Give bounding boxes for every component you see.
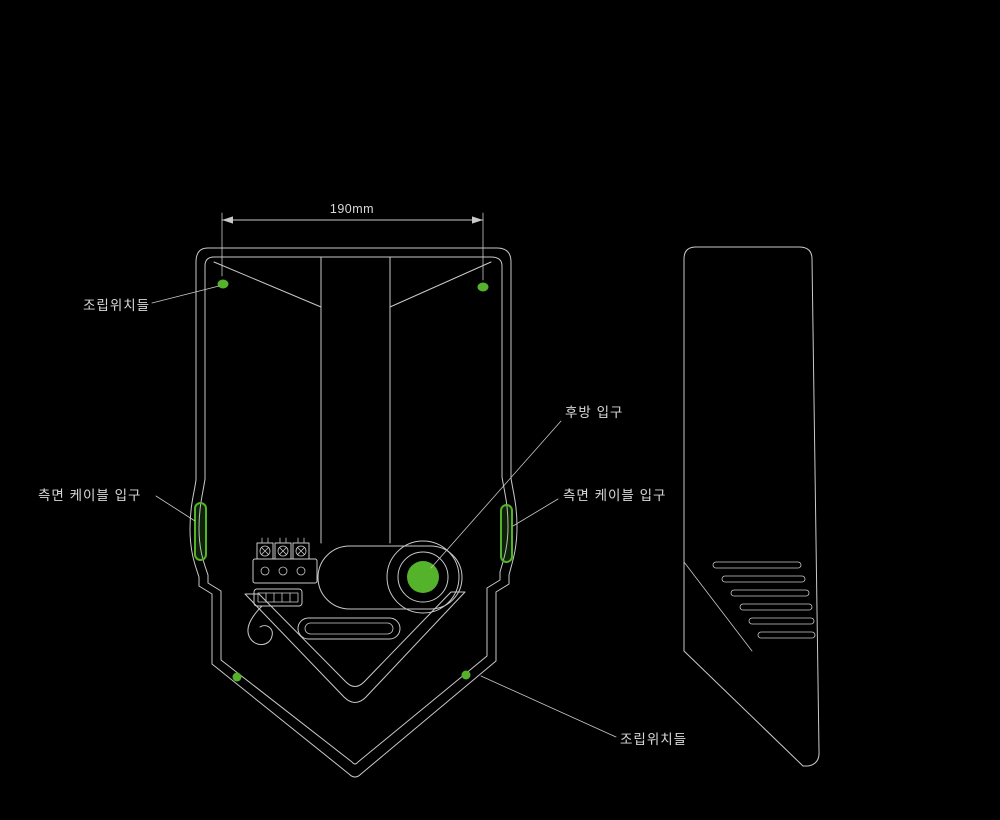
callouts: 조립위치들 측면 케이블 입구 측면 케이블 입구 후방 입구 조립위치들 [38,285,687,747]
lower-slot-inner [304,622,394,635]
terminal-body [252,558,318,584]
terminal-port [260,566,270,576]
terminal-screw [259,545,271,557]
screw-cross [297,547,305,555]
mount-hole-top-right [477,282,489,292]
side-view [683,246,820,767]
terminal-port [278,566,288,576]
front-view [189,247,518,778]
dimension-arrow-right [472,216,483,224]
inner-outline [198,256,509,765]
leader-side-cable-right [512,498,559,527]
vent-slot [730,589,810,597]
connector-body [253,588,303,607]
screw-cross [279,547,287,555]
dimension-arrow-left [222,216,233,224]
chevron-ribbon [244,591,466,703]
mount-hole-bottom-right [461,670,471,680]
dimension-label: 190mm [330,202,374,216]
rear-entry-recess [317,545,463,610]
terminal-screw [295,545,307,557]
leader-mount-top [151,285,220,304]
label-side-cable-entry-right: 측면 케이블 입구 [563,488,666,503]
leader-side-cable-left [155,495,196,522]
vent-slot [739,603,813,611]
leader-rear-entry [430,420,562,569]
vent-slot [721,575,806,583]
rear-entry-inner-ring [397,551,449,603]
terminal-block [252,537,318,584]
vent-slot [748,617,815,625]
dimension-190mm: 190mm [221,202,484,281]
label-rear-entry: 후방 입구 [565,405,623,420]
side-cable-entry-right-slot [500,504,513,563]
label-mount-points-bottom: 조립위치들 [620,732,687,747]
connector [253,588,303,607]
outer-outline [189,247,518,778]
mount-hole-bottom-left [232,672,242,682]
label-mount-points-top: 조립위치들 [83,298,150,313]
side-fold-line [683,561,753,652]
screw-cross [261,547,269,555]
side-cable-entry-left-slot [194,502,207,561]
lower-slot-outer [297,617,401,640]
side-outline [683,246,820,767]
cable-loop [247,605,273,645]
rear-entry-outer-ring [386,540,460,614]
top-fold-right [389,261,492,308]
rear-entry-hole [407,561,439,593]
vent-slot [757,631,816,639]
terminal-screw [277,545,289,557]
top-fold-left [213,261,322,308]
terminal-port [296,566,306,576]
mount-hole-top-left [217,279,229,289]
leader-mount-bottom [480,675,617,738]
label-side-cable-entry-left: 측면 케이블 입구 [38,488,141,503]
connector-slot [257,592,299,603]
vent-slot [712,561,802,569]
